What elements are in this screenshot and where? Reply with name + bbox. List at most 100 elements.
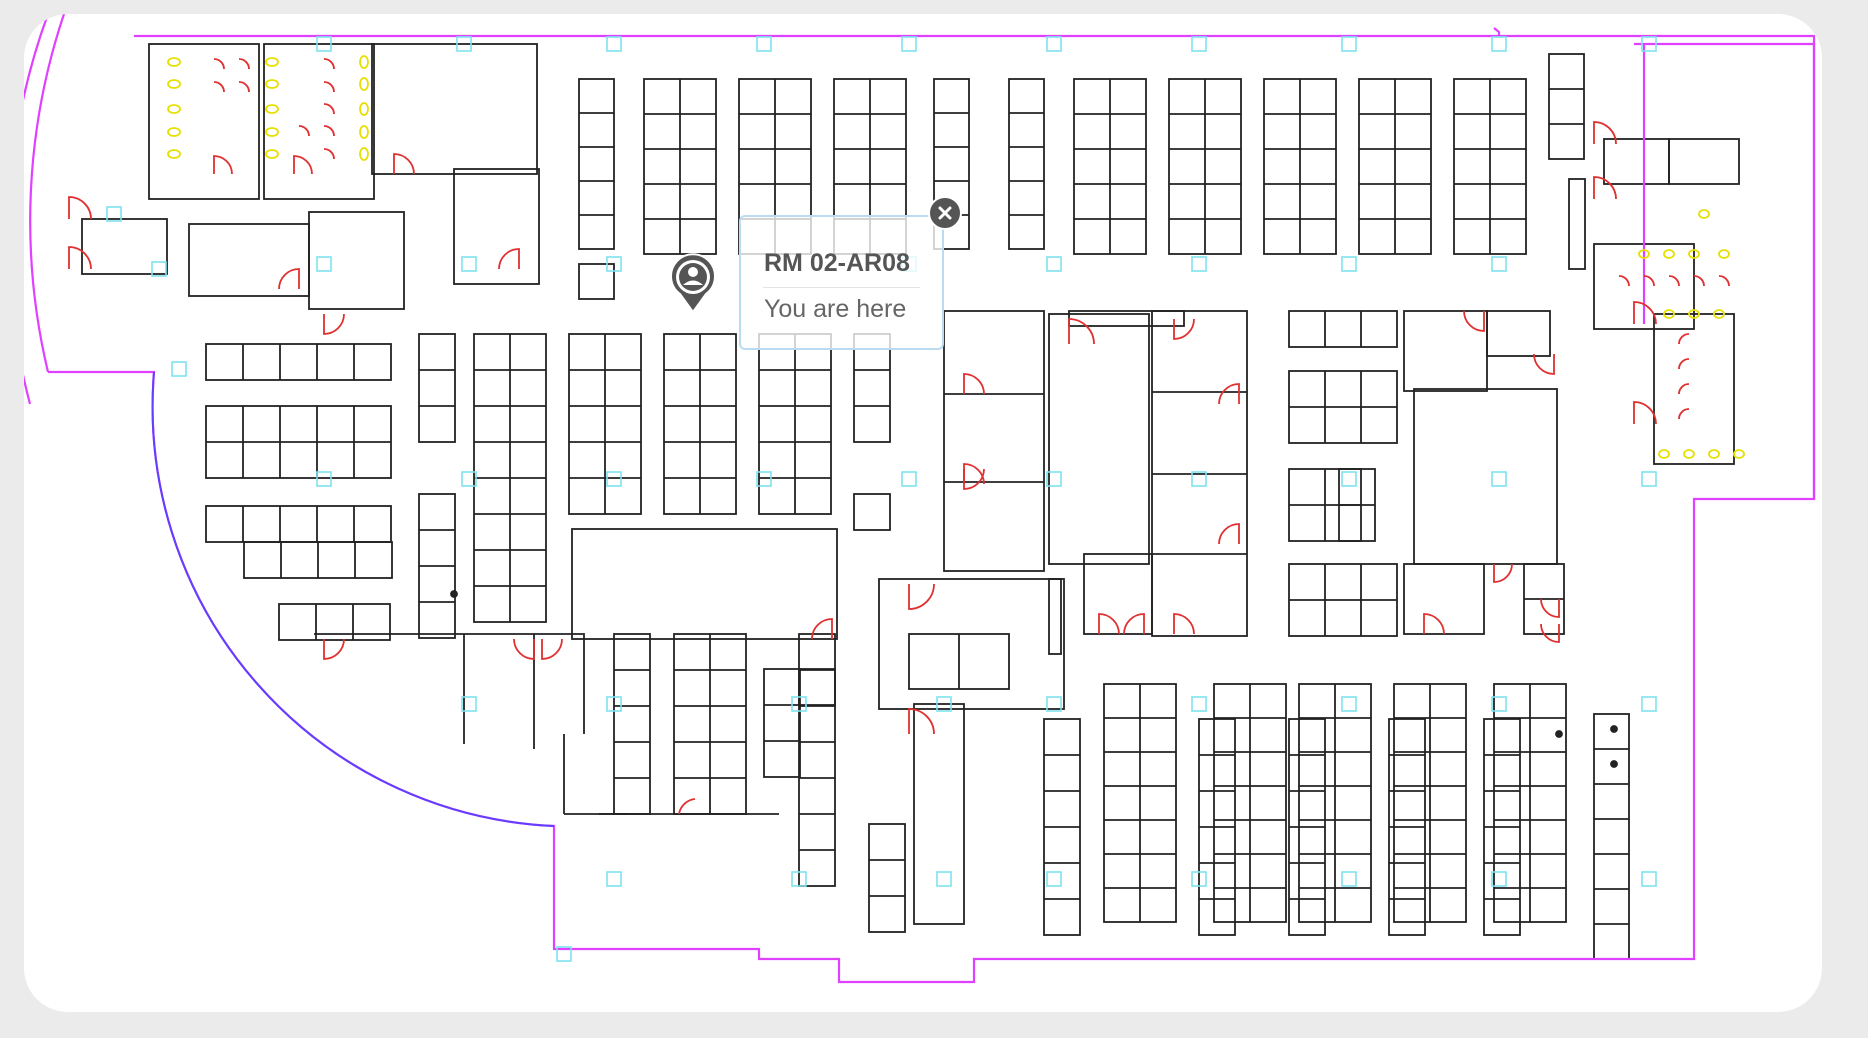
outlet-dot — [1555, 730, 1563, 738]
room — [1486, 310, 1551, 357]
fixtures-layer — [167, 55, 1745, 459]
toilet-fixture — [359, 102, 369, 116]
stall-door — [323, 103, 335, 115]
outlet-dot — [450, 590, 458, 598]
location-callout: RM 02-AR08 You are here — [739, 215, 944, 350]
desk-block — [798, 668, 836, 706]
column-marker — [1641, 871, 1657, 887]
stall-door — [298, 125, 310, 137]
door-swing — [1098, 613, 1120, 635]
door-swing — [1423, 613, 1445, 635]
door-swing — [908, 708, 935, 735]
outlet-dot — [1610, 725, 1618, 733]
column-marker — [606, 871, 622, 887]
column-marker — [456, 36, 472, 52]
column-marker — [106, 206, 122, 222]
floor-plan-map[interactable] — [24, 14, 1822, 1012]
room — [1603, 138, 1670, 185]
desk-block — [578, 78, 615, 250]
column-marker — [556, 946, 572, 962]
close-icon[interactable] — [928, 196, 962, 230]
toilet-fixture — [167, 79, 181, 89]
door-swing — [678, 798, 696, 815]
door-swing — [293, 155, 313, 175]
stall-door — [1678, 333, 1690, 345]
cabinet — [1568, 178, 1586, 270]
door-swing — [1173, 613, 1195, 635]
stall-door — [1718, 275, 1730, 287]
column-marker — [1491, 871, 1507, 887]
column-marker — [1191, 871, 1207, 887]
column-marker — [936, 696, 952, 712]
column-marker — [316, 256, 332, 272]
east-wall — [1634, 42, 1816, 499]
column-marker — [1046, 696, 1062, 712]
desk-block — [1288, 310, 1398, 348]
column-marker — [1641, 471, 1657, 487]
toilet-fixture — [265, 104, 279, 114]
floor-plan-card: RM 02-AR08 You are here — [24, 14, 1822, 1012]
column-marker — [1046, 871, 1062, 887]
column-marker — [1341, 871, 1357, 887]
door-swing — [963, 463, 985, 485]
column-marker — [1191, 471, 1207, 487]
curved-inner-wall — [151, 371, 555, 827]
callout-divider — [763, 287, 920, 288]
restroom-room — [148, 43, 260, 200]
desk-block — [205, 505, 392, 543]
toilet-fixture — [1708, 449, 1720, 459]
toilet-fixture — [1688, 309, 1700, 319]
restroom-room — [263, 43, 375, 200]
person-location-pin-icon[interactable] — [666, 250, 720, 314]
column-marker — [1191, 696, 1207, 712]
stall-door — [1678, 358, 1690, 370]
stall-door — [213, 81, 225, 93]
column-marker — [151, 261, 167, 277]
toilet-fixture — [1663, 249, 1675, 259]
toilet-fixture — [167, 57, 181, 67]
door-swing — [1493, 563, 1513, 583]
column-marker — [1046, 36, 1062, 52]
toilet-fixture — [1698, 209, 1710, 219]
column-marker — [791, 696, 807, 712]
desk-block — [868, 823, 906, 933]
toilet-fixture — [1663, 309, 1675, 319]
stall-door — [213, 58, 225, 70]
desk-block — [853, 333, 891, 443]
doors-layer — [68, 58, 1730, 815]
column-marker — [756, 36, 772, 52]
room — [81, 218, 168, 275]
column-marker — [1491, 36, 1507, 52]
column-marker — [461, 256, 477, 272]
column-marker — [606, 696, 622, 712]
door-swing — [278, 268, 300, 290]
door-swing — [1633, 301, 1657, 325]
curved-facade — [29, 14, 66, 373]
stall-door — [1693, 275, 1705, 287]
column-marker — [1491, 471, 1507, 487]
desk-block — [613, 633, 651, 815]
room — [308, 211, 405, 310]
room — [1048, 313, 1150, 565]
stall-door — [1643, 275, 1655, 287]
stall-door — [238, 81, 250, 93]
column-marker — [1046, 256, 1062, 272]
stall-door — [323, 81, 335, 93]
south-wall — [314, 633, 585, 749]
column-marker — [316, 36, 332, 52]
column-marker — [1491, 696, 1507, 712]
toilet-fixture — [1658, 449, 1670, 459]
door-swing — [498, 248, 520, 270]
door-swing — [68, 246, 92, 270]
column-marker — [316, 471, 332, 487]
column-marker — [1641, 696, 1657, 712]
column-marker — [1491, 256, 1507, 272]
desk-block — [763, 668, 801, 778]
door-swing — [541, 638, 563, 660]
stall-door — [1678, 408, 1690, 420]
door-swing — [1218, 523, 1240, 545]
building-outline — [48, 27, 1816, 984]
toilet-fixture — [167, 104, 181, 114]
toilet-fixture — [265, 57, 279, 67]
column-marker — [1341, 471, 1357, 487]
